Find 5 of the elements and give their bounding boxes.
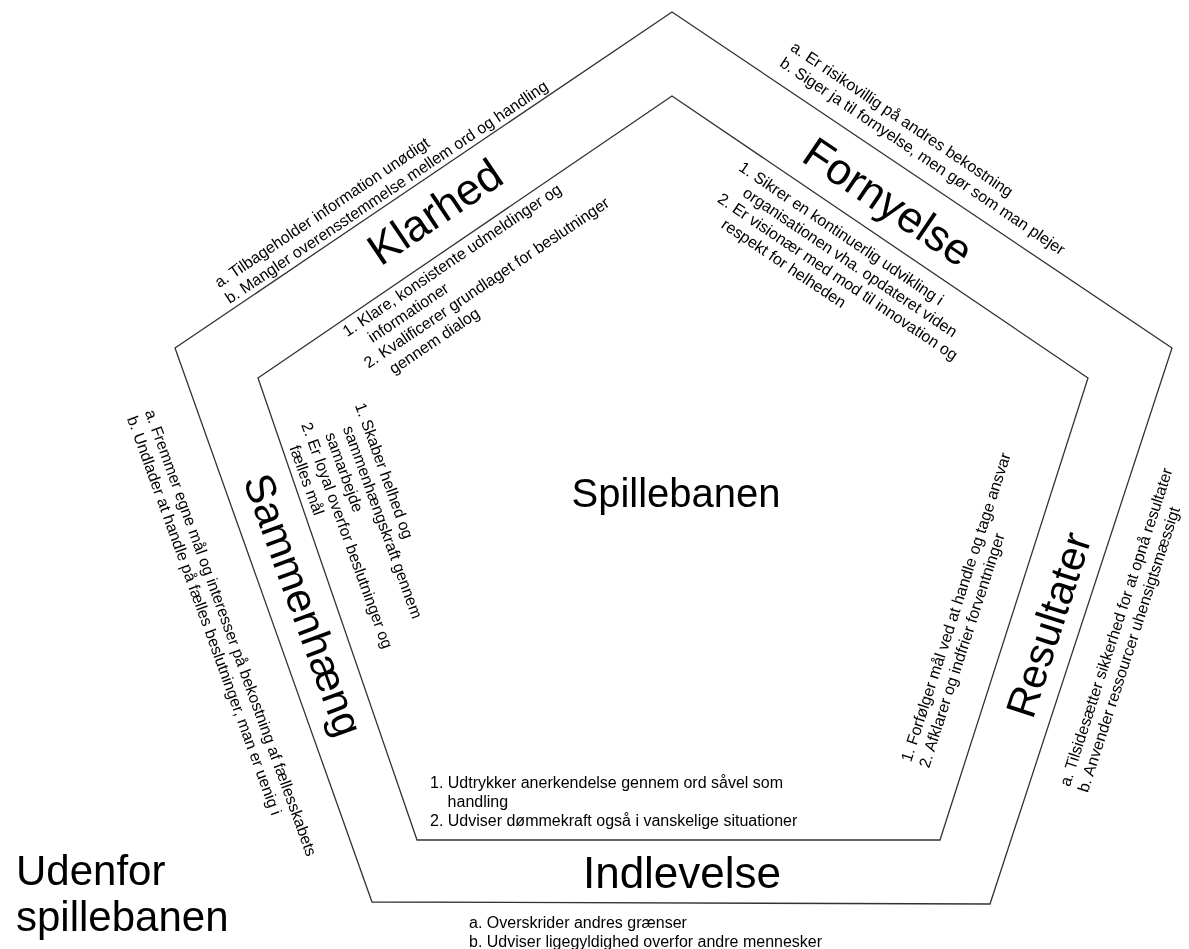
behavior-text: 1. Udtrykker anerkendelse gennem ord såvel som handling bbox=[430, 772, 785, 811]
section-heading: Indlevelse bbox=[582, 848, 782, 898]
behavior-text: 2. Udviser dømmekraft også i vanskelige situationer bbox=[430, 810, 799, 830]
area-title: Spillebanen bbox=[571, 471, 781, 515]
behavior-text: a. Overskrider andres grænser bbox=[469, 913, 688, 932]
